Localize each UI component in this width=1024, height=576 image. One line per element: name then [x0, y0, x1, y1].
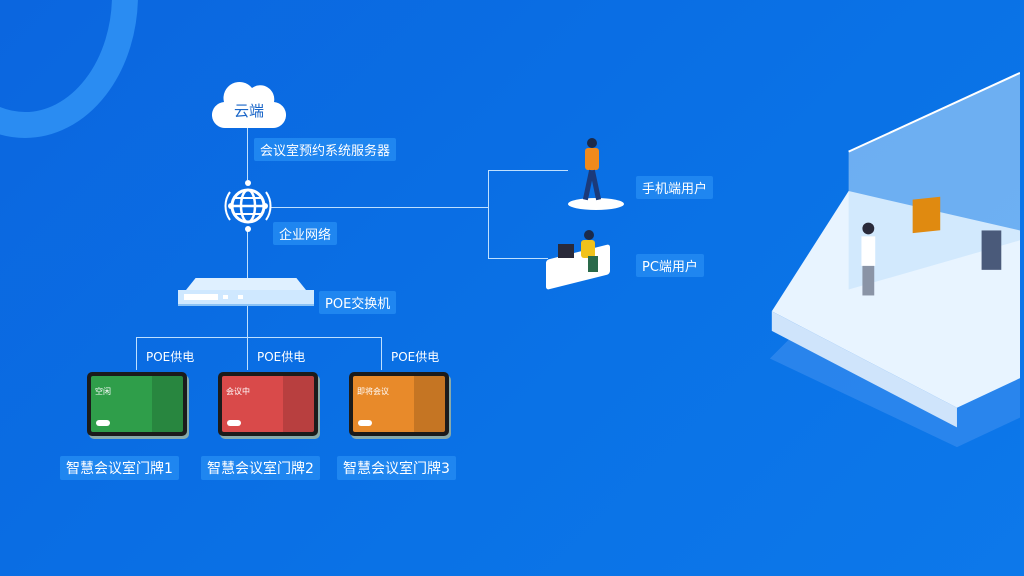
cloud-icon: 云端 [211, 80, 287, 130]
decorative-ring [0, 0, 138, 138]
doorplate-status: 空闲 [95, 387, 111, 396]
poe-label-1: POE供电 [146, 350, 195, 364]
server-label: 会议室预约系统服务器 [254, 138, 397, 161]
network-label: 企业网络 [273, 222, 338, 245]
line-poe-1 [136, 337, 137, 370]
line-network-switch [247, 230, 248, 282]
doorplate-device-2: 会议中 [218, 372, 318, 436]
line-network-users [270, 207, 488, 208]
poe-switch-icon [178, 278, 314, 308]
meeting-room-illustration [760, 50, 1021, 470]
switch-label: POE交换机 [319, 291, 397, 314]
poe-label-2: POE供电 [257, 350, 306, 364]
doorplate-label-3: 智慧会议室门牌3 [337, 456, 456, 480]
doorplate-label-2: 智慧会议室门牌2 [201, 456, 320, 480]
poe-label-3: POE供电 [391, 350, 440, 364]
line-poe-bus [136, 337, 382, 338]
line-cloud-network [247, 128, 248, 180]
line-mobile [488, 170, 568, 171]
doorplate-device-1: 空闲 [87, 372, 187, 436]
pc-user-figure [544, 226, 612, 290]
globe-icon [220, 180, 276, 236]
line-poe-2 [247, 337, 248, 370]
doorplate-status: 会议中 [226, 387, 250, 396]
doorplate-label-1: 智慧会议室门牌1 [60, 456, 179, 480]
mobile-user-label: 手机端用户 [636, 176, 714, 199]
line-poe-3 [381, 337, 382, 370]
line-switch-down [247, 305, 248, 337]
line-pc [488, 258, 548, 259]
doorplate-device-3: 即将会议 [349, 372, 449, 436]
cloud-label: 云端 [234, 102, 265, 120]
mobile-user-figure [568, 136, 624, 212]
doorplate-status: 即将会议 [357, 387, 389, 396]
line-users-branch [488, 170, 489, 258]
pc-user-label: PC端用户 [636, 254, 704, 277]
